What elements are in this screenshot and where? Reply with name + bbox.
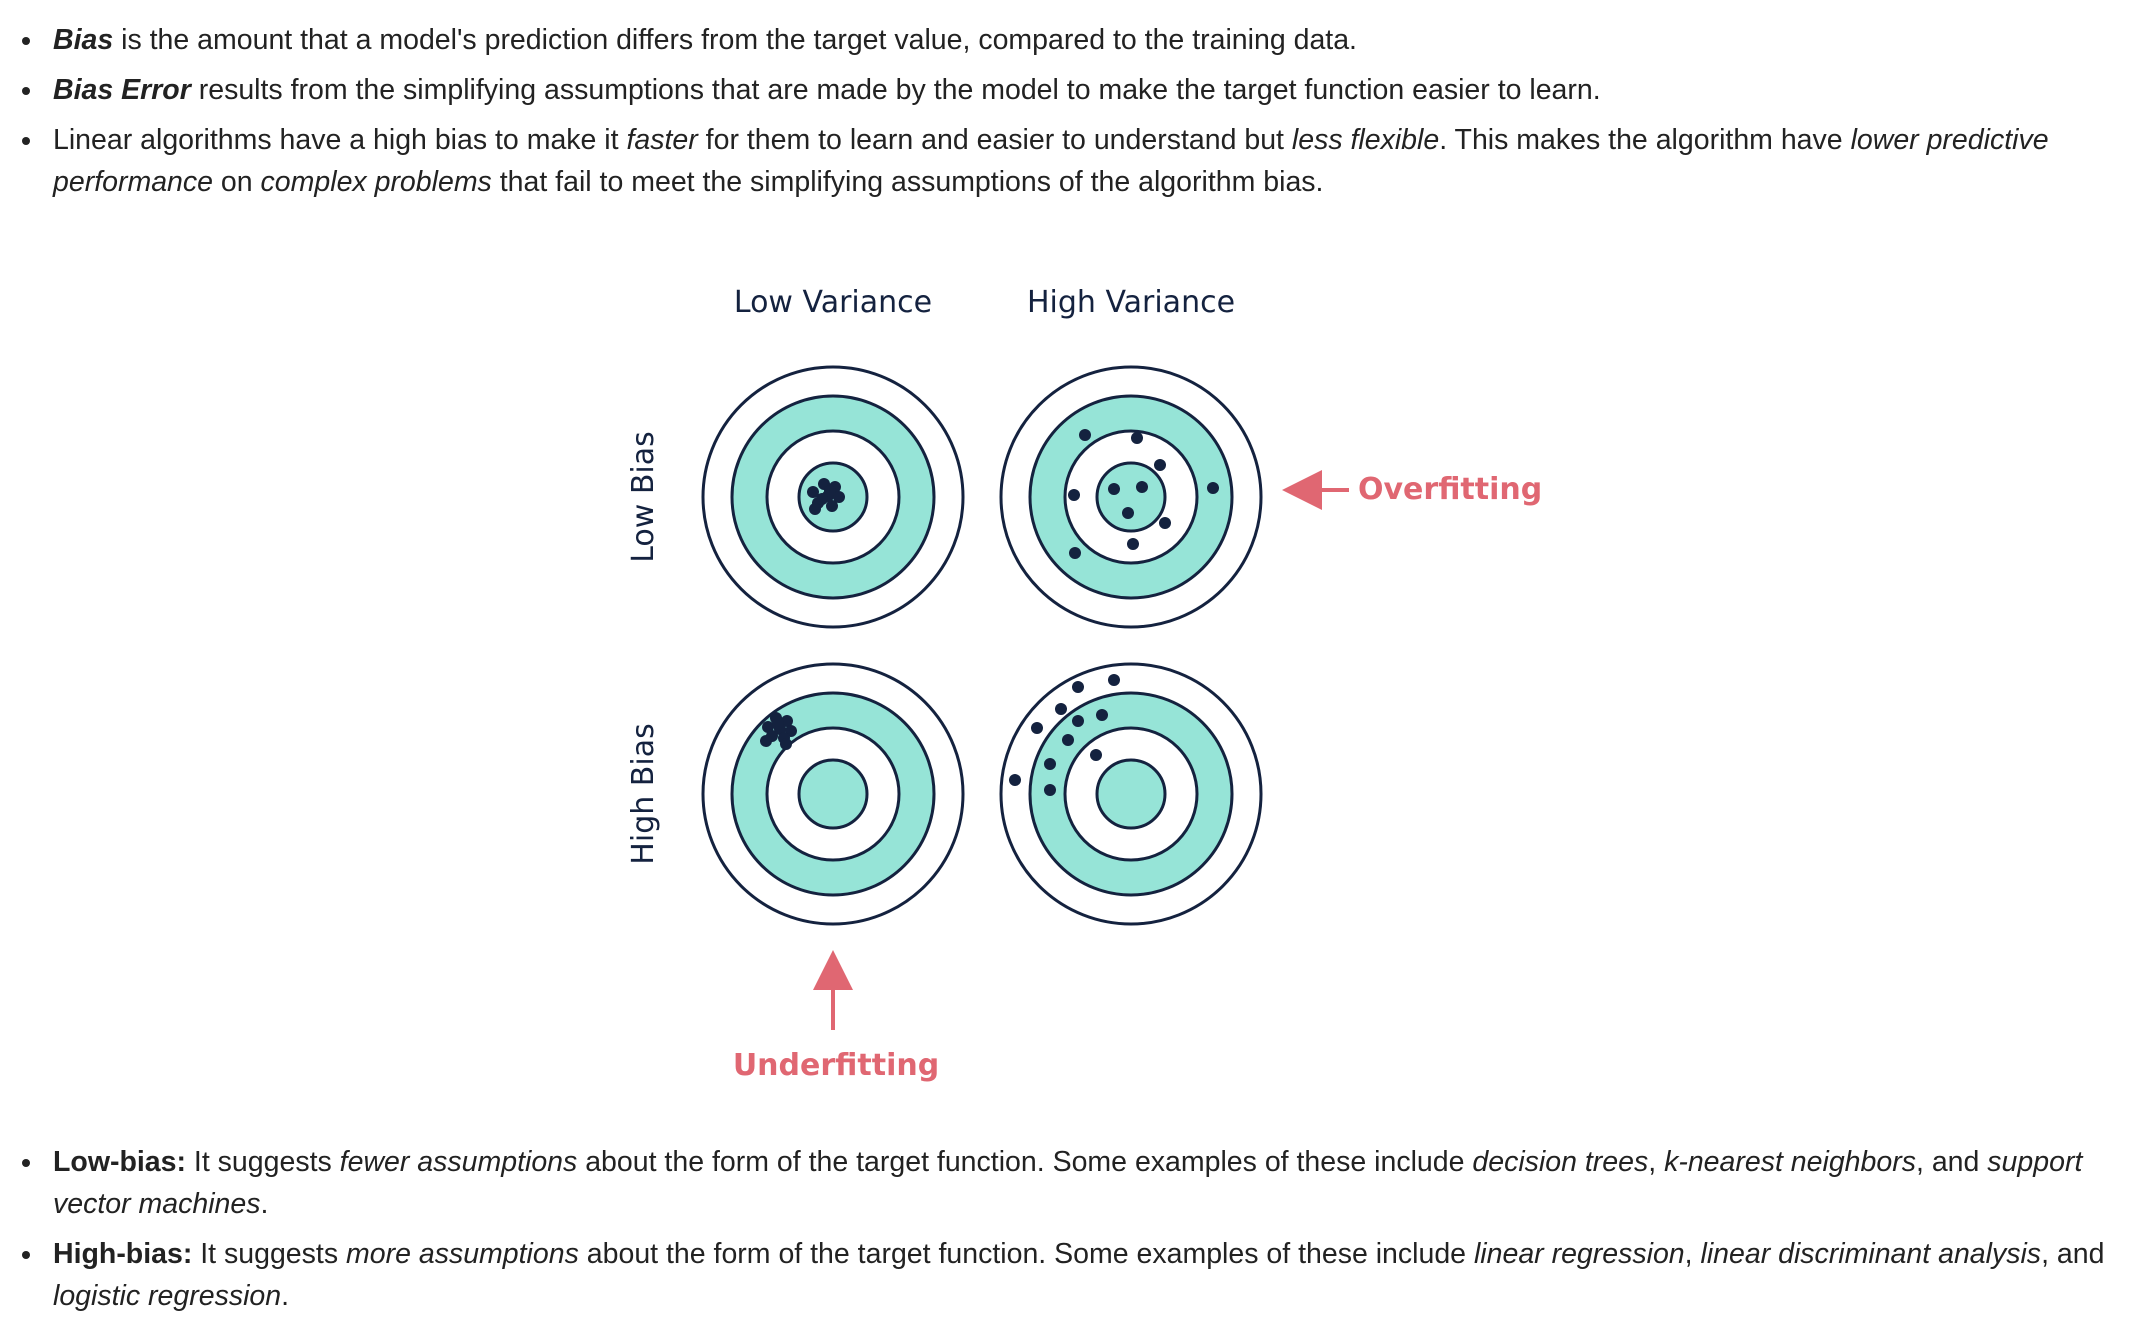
shot-dot [1055,703,1067,715]
shot-dot [1009,774,1021,786]
bullet-high-bias: High-bias: It suggests more assumptions … [0,1233,2146,1317]
shot-dot [1108,674,1120,686]
text-run: less flexible [1291,124,1440,156]
text-run: , and [1915,1146,1988,1178]
shot-dot [1154,459,1166,471]
shot-dot [1131,432,1143,444]
text-run: High-bias: [53,1238,193,1270]
shot-dot [809,503,821,515]
shot-dot [1136,481,1148,493]
text-run: complex problems [260,166,492,198]
shot-dot [762,721,774,733]
shot-dot [812,497,824,509]
shot-dot [770,712,782,724]
shot-dot [1159,517,1171,529]
col-header-high-variance: High Variance [1027,285,1235,320]
text-run: about the form of the target function. S… [577,1146,1473,1178]
text-run: , [1648,1146,1665,1178]
shot-dot [772,718,784,730]
shot-dot [1090,749,1102,761]
text-run: logistic regression [53,1280,282,1312]
shot-dot [829,481,841,493]
text-run: decision trees [1472,1146,1649,1178]
text-run: Bias [53,24,114,56]
text-run: more assumptions [346,1238,579,1270]
shot-dot [774,723,786,735]
text-run: results from the simplifying assumptions… [190,74,1601,106]
text-run: Linear algorithms have a high bias to ma… [53,124,627,156]
shot-dot [1096,709,1108,721]
bias-types-bullet-list: Low-bias: It suggests fewer assumptions … [0,1141,2146,1325]
shot-dot [1122,507,1134,519]
target-high-bias-low-variance [701,662,965,926]
shot-dot [1068,489,1080,501]
text-run: for them to learn and easier to understa… [697,124,1292,156]
shot-dot [816,493,828,505]
text-run: It suggests [192,1238,346,1270]
shot-dot [1062,734,1074,746]
row-header-low-bias: Low Bias [626,431,661,563]
target-low-bias-low-variance [701,365,965,629]
text-run: faster [626,124,698,156]
text-run: on [213,166,261,198]
text-run: Bias Error [53,74,191,106]
bullet-linear-algorithms: Linear algorithms have a high bias to ma… [0,119,2146,203]
text-run: k-nearest neighbors [1664,1146,1916,1178]
text-run: that fail to meet the simplifying assump… [491,166,1324,198]
shot-dot [781,715,793,727]
text-run: . [281,1280,290,1312]
col-header-low-variance: Low Variance [734,285,932,320]
shot-dot [1127,538,1139,550]
shot-dot [760,735,772,747]
shot-dot [1044,784,1056,796]
shot-dot [778,732,790,744]
text-run: lower predictive performance [53,124,2049,198]
text-run: about the form of the target function. S… [578,1238,1474,1270]
shot-dot [1072,715,1084,727]
bullet-bias-definition: Bias is the amount that a model's predic… [0,19,2146,61]
text-run: support vector machines [53,1146,2083,1220]
intro-bullet-list: Bias is the amount that a model's predic… [0,19,2146,211]
text-run: linear discriminant analysis [1700,1238,2042,1270]
bullet-bias-error: Bias Error results from the simplifying … [0,69,2146,111]
text-run: fewer assumptions [339,1146,578,1178]
shot-dot [1044,758,1056,770]
bullet-low-bias: Low-bias: It suggests fewer assumptions … [0,1141,2146,1225]
text-run: linear regression [1473,1238,1685,1270]
target-low-bias-high-variance [999,365,1263,629]
shot-dot [766,730,778,742]
shot-dot [780,738,792,750]
shot-dot [807,486,819,498]
shot-dot [833,491,845,503]
text-run: It suggests [186,1146,340,1178]
text-run: , and [2041,1238,2105,1270]
shot-dot [1072,681,1084,693]
shot-dot [1207,482,1219,494]
shot-dot [822,490,834,502]
shot-dot [824,485,836,497]
text-run: , [1684,1238,1701,1270]
target-high-bias-high-variance [999,662,1263,926]
shot-dot [785,725,797,737]
text-run: . This makes the algorithm have [1439,124,1851,156]
shot-dot [818,478,830,490]
overfitting-label: Overfitting [1358,472,1542,507]
shot-dot [1031,722,1043,734]
shot-dot [1069,547,1081,559]
text-run: is the amount that a model's prediction … [113,24,1357,56]
row-header-high-bias: High Bias [626,723,661,864]
text-run: Low-bias: [53,1146,186,1178]
shot-dot [1108,483,1120,495]
underfitting-label: Underfitting [733,1048,939,1083]
text-run: . [260,1188,269,1220]
shot-dot [826,500,838,512]
shot-dot [1079,429,1091,441]
